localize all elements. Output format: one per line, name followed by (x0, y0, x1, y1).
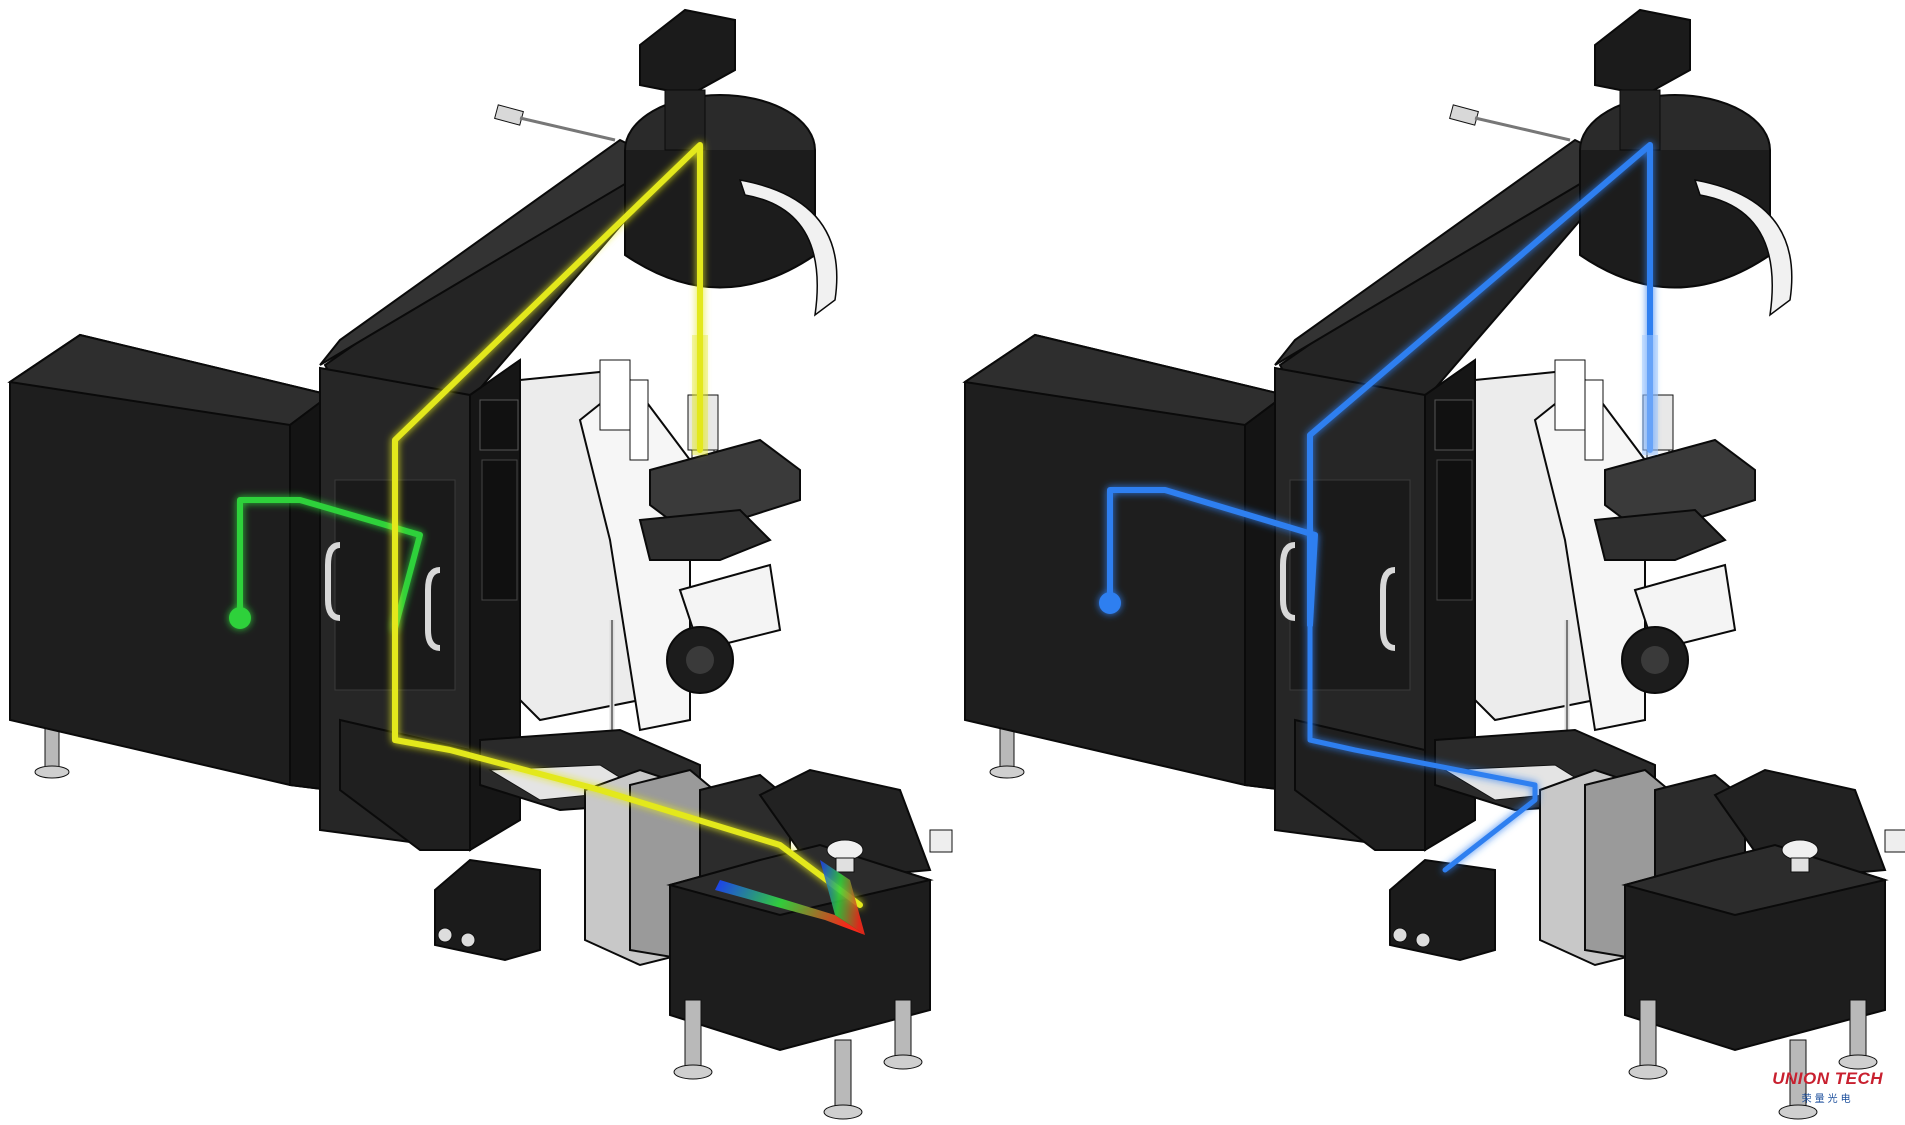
objective-light-glow-right (1642, 335, 1658, 455)
left-panel-microscope (10, 10, 952, 1119)
objective-light-glow-left (692, 335, 708, 455)
spectrum-fan (715, 880, 865, 935)
logo-main-text: UNION TECH (1772, 1069, 1883, 1088)
right-panel-microscope (965, 10, 1905, 1119)
lightpath-blue (1099, 142, 1653, 873)
lightpath-green (229, 497, 423, 631)
microscope-assembly-right (965, 10, 1905, 1119)
spectrum-grating (820, 860, 865, 935)
microscope-assembly-left (10, 10, 952, 1119)
logo-sub-text: 荣量光电 (1801, 1094, 1854, 1105)
union-tech-logo: UNION TECH 荣量光电 (1772, 1069, 1883, 1105)
lightpath-yellow (392, 142, 863, 908)
